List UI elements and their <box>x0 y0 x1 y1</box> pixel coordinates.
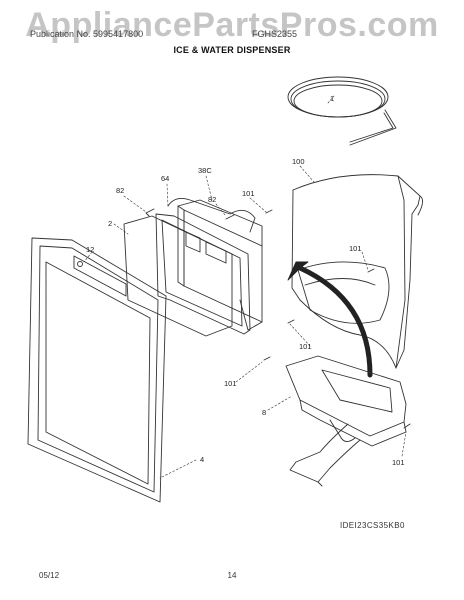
assembly-arrow <box>287 261 373 378</box>
leader-lines <box>83 95 407 479</box>
tubing-coil-part <box>287 76 397 146</box>
callout-12: 12 <box>86 245 94 254</box>
callout-1: 1 <box>330 94 334 103</box>
actuator-assembly-part <box>285 355 407 487</box>
diagram-model-code: IDEI23CS35KB0 <box>340 521 405 530</box>
mounting-frame-part <box>155 213 251 335</box>
publication-number: Publication No. 5995417800 <box>30 29 144 39</box>
section-title: ICE & WATER DISPENSER <box>173 45 291 55</box>
footer-date: 05/12 <box>39 571 60 580</box>
dispenser-housing-part <box>291 174 423 369</box>
callout-82-a: 82 <box>116 186 124 195</box>
control-board-part <box>167 198 263 331</box>
callout-2: 2 <box>108 219 112 228</box>
site-watermark: AppliancePartsPros.com <box>25 6 439 44</box>
callout-82-b: 82 <box>208 195 216 204</box>
callout-labels: 1 100 38C 64 82 82 101 2 12 101 101 101 … <box>86 94 405 467</box>
screw-hardware <box>145 208 411 429</box>
dispenser-face-panel-part <box>27 237 167 503</box>
callout-64: 64 <box>161 174 169 183</box>
callout-8: 8 <box>262 408 266 417</box>
callout-101-b: 101 <box>349 244 362 253</box>
callout-101-d: 101 <box>224 379 237 388</box>
callout-101-e: 101 <box>392 458 405 467</box>
footer-page-number: 14 <box>227 571 237 580</box>
model-number: FGHS2355 <box>252 29 298 39</box>
insulation-panel-part <box>123 215 233 337</box>
callout-101-a: 101 <box>242 189 255 198</box>
callout-4: 4 <box>200 455 204 464</box>
callout-100: 100 <box>292 157 305 166</box>
callout-38c: 38C <box>198 166 212 175</box>
callout-101-c: 101 <box>299 342 312 351</box>
